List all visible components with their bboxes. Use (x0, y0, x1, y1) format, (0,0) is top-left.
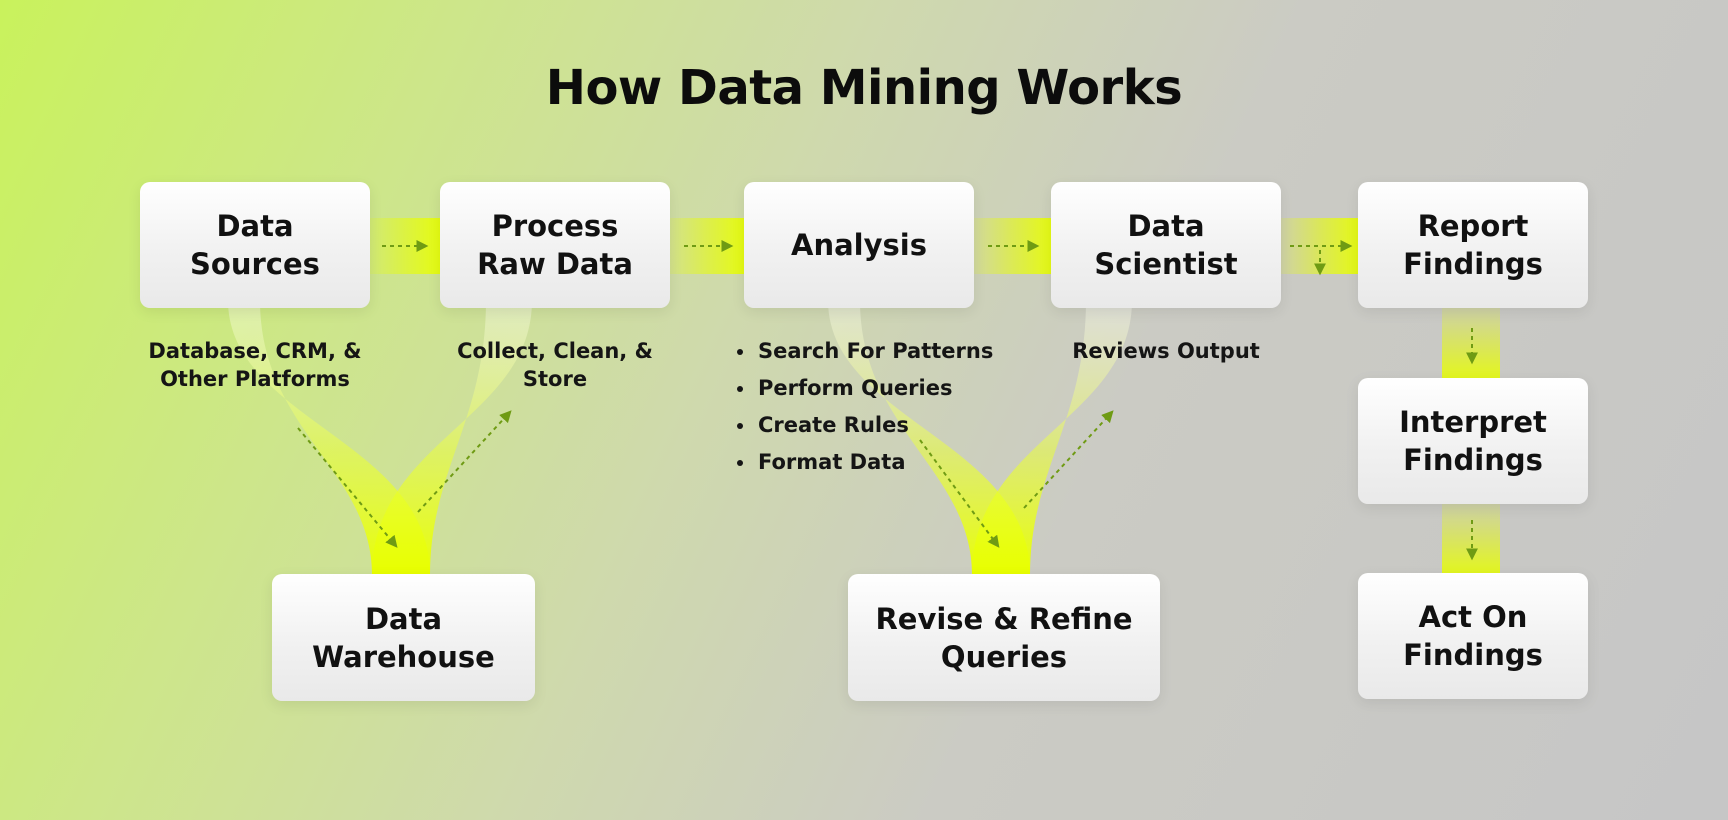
box-interpret-findings: Interpret Findings (1358, 378, 1588, 504)
box-interpret-findings-line2: Findings (1403, 443, 1543, 477)
desc-data-sources-line1: Database, CRM, & (148, 339, 362, 363)
analysis-bullet-list: Search For Patterns Perform Queries Crea… (734, 333, 1036, 481)
box-analysis-line1: Analysis (791, 228, 927, 262)
desc-process-raw-data: Collect, Clean, & Store (430, 337, 680, 393)
desc-process-raw-data-line2: Store (522, 367, 588, 391)
box-revise-refine-line1: Revise & Refine (875, 601, 1133, 636)
analysis-bullet-item: Search For Patterns (756, 333, 1036, 370)
desc-data-sources: Database, CRM, & Other Platforms (130, 337, 380, 393)
box-data-scientist-line2: Scientist (1094, 247, 1238, 281)
arrow-warehouse-process (417, 410, 512, 513)
box-process-raw-data: Process Raw Data (440, 182, 670, 308)
band-sources-warehouse (228, 300, 430, 575)
band-warehouse-process (372, 300, 532, 575)
box-data-warehouse: Data Warehouse (272, 574, 535, 701)
box-revise-refine-line2: Queries (940, 639, 1068, 674)
band-revise-scientist (972, 300, 1132, 575)
analysis-bullet-item: Format Data (756, 444, 1036, 481)
box-report-findings: Report Findings (1358, 182, 1588, 308)
desc-data-sources-line2: Other Platforms (160, 367, 350, 391)
desc-process-raw-data-line1: Collect, Clean, & (457, 339, 653, 363)
box-data-sources-line2: Sources (190, 247, 320, 281)
desc-data-scientist-line1: Reviews Output (1072, 339, 1260, 363)
box-act-on-findings-line1: Act On (1418, 600, 1528, 634)
analysis-bullet-item: Perform Queries (756, 370, 1036, 407)
box-act-on-findings: Act On Findings (1358, 573, 1588, 699)
analysis-bullet-item: Create Rules (756, 407, 1036, 444)
box-report-findings-line1: Report (1417, 209, 1529, 243)
arrow-sources-warehouse (297, 427, 398, 548)
box-data-scientist-line1: Data (1127, 209, 1205, 243)
box-data-sources-line1: Data (216, 209, 294, 243)
page-title: How Data Mining Works (545, 60, 1183, 116)
box-process-raw-data-line1: Process (491, 209, 619, 243)
box-report-findings-line2: Findings (1403, 247, 1543, 281)
box-data-scientist: Data Scientist (1051, 182, 1281, 308)
box-revise-refine-queries: Revise & Refine Queries (848, 574, 1160, 701)
box-interpret-findings-line1: Interpret (1399, 405, 1547, 439)
box-data-sources: Data Sources (140, 182, 370, 308)
band-process-analysis (670, 218, 745, 274)
band-analysis-revise (828, 300, 1030, 575)
arrow-revise-scientist (1023, 410, 1114, 509)
box-data-warehouse-line2: Warehouse (312, 639, 495, 674)
arrow-analysis-revise (919, 439, 1000, 548)
desc-data-scientist: Reviews Output (1046, 337, 1286, 365)
box-analysis: Analysis (744, 182, 974, 308)
box-data-warehouse-line1: Data (364, 601, 443, 636)
band-report-interpret (1442, 308, 1500, 378)
box-process-raw-data-line2: Raw Data (477, 247, 633, 281)
box-act-on-findings-line2: Findings (1403, 638, 1543, 672)
